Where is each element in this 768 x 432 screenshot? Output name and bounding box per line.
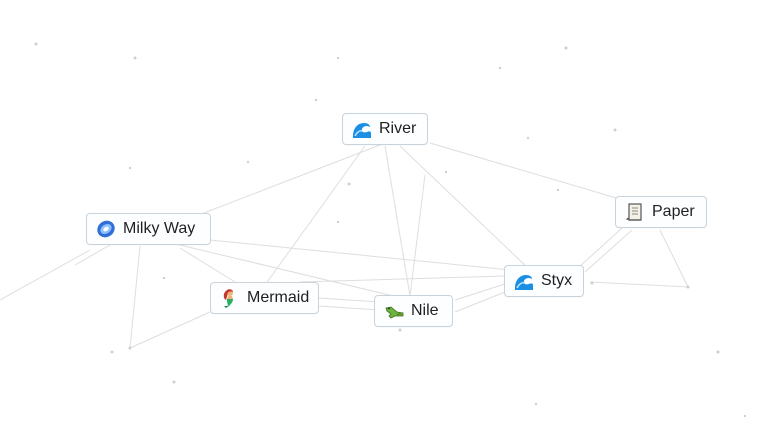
link-line <box>129 311 211 349</box>
dot <box>526 136 530 140</box>
water-wave-icon <box>351 118 373 140</box>
mermaid-icon <box>219 287 241 309</box>
element-label: River <box>379 120 417 137</box>
link-line <box>317 297 381 303</box>
link-line <box>317 305 381 311</box>
dot <box>347 182 351 186</box>
link-line <box>209 239 531 273</box>
dot <box>162 276 166 280</box>
link-line <box>454 283 506 301</box>
element-mermaid[interactable]: Mermaid <box>210 282 319 314</box>
link-line <box>399 145 531 271</box>
element-paper[interactable]: Paper <box>615 196 707 228</box>
dot <box>498 66 502 70</box>
scroll-paper-icon <box>624 201 646 223</box>
galaxy-icon <box>95 218 117 240</box>
link-line <box>299 275 506 283</box>
crocodile-icon <box>383 300 405 322</box>
dot <box>128 166 132 170</box>
element-styx[interactable]: Styx <box>504 265 584 297</box>
link-line <box>659 229 689 288</box>
link-line <box>454 291 506 313</box>
water-wave-icon <box>513 270 535 292</box>
link-line <box>264 145 366 286</box>
link-line <box>577 227 623 269</box>
dot <box>686 285 690 289</box>
dot <box>336 56 340 60</box>
element-nile[interactable]: Nile <box>374 295 453 327</box>
dot <box>128 346 132 350</box>
link-line <box>74 244 111 266</box>
dot <box>172 380 176 384</box>
link-line <box>179 247 241 286</box>
element-label: Styx <box>541 272 573 289</box>
dot <box>246 160 250 164</box>
dot <box>613 128 617 132</box>
link-line <box>129 245 141 349</box>
dot <box>444 170 448 174</box>
dot <box>716 350 720 354</box>
element-milky-way[interactable]: Milky Way <box>86 213 211 245</box>
dot <box>743 414 747 418</box>
link-line <box>429 142 641 206</box>
dot <box>590 281 594 285</box>
dot <box>398 328 402 332</box>
dot <box>34 42 38 46</box>
link-line <box>384 145 411 297</box>
link-line <box>589 281 689 288</box>
dot <box>314 98 318 102</box>
dot <box>133 56 137 60</box>
link-line <box>0 249 91 301</box>
link-line <box>584 229 633 273</box>
dot <box>110 350 114 354</box>
element-label: Paper <box>652 203 695 220</box>
link-line <box>179 244 411 301</box>
element-river[interactable]: River <box>342 113 428 145</box>
dot <box>336 220 340 224</box>
element-label: Nile <box>411 302 439 319</box>
element-label: Milky Way <box>123 220 196 237</box>
dot <box>534 402 538 406</box>
link-line <box>409 174 426 297</box>
dot <box>564 46 568 50</box>
element-label: Mermaid <box>247 289 310 306</box>
dot <box>556 188 560 192</box>
